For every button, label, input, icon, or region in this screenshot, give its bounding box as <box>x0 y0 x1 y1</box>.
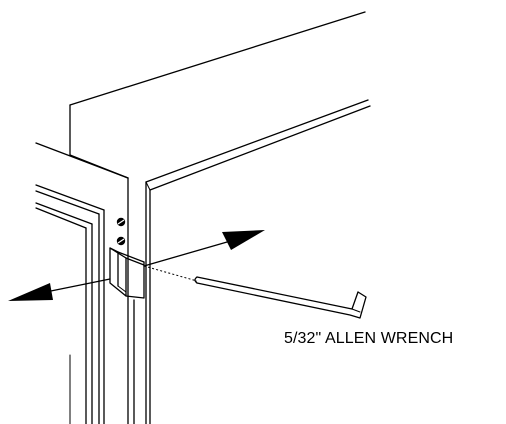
arrow-right-icon <box>143 230 265 267</box>
cabinet-top-panel <box>69 11 371 191</box>
allen-wrench-label: 5/32" ALLEN WRENCH <box>284 330 454 347</box>
screw-lower <box>116 236 126 246</box>
arrow-left-icon <box>8 278 111 301</box>
alignment-dashed-line <box>143 265 198 282</box>
allen-wrench-icon <box>194 276 367 319</box>
cabinet-side-frame <box>35 142 135 424</box>
door-panel <box>145 181 151 424</box>
hinge-bracket <box>109 247 145 299</box>
screw-upper <box>116 217 126 227</box>
door-glass-frame <box>35 184 105 424</box>
